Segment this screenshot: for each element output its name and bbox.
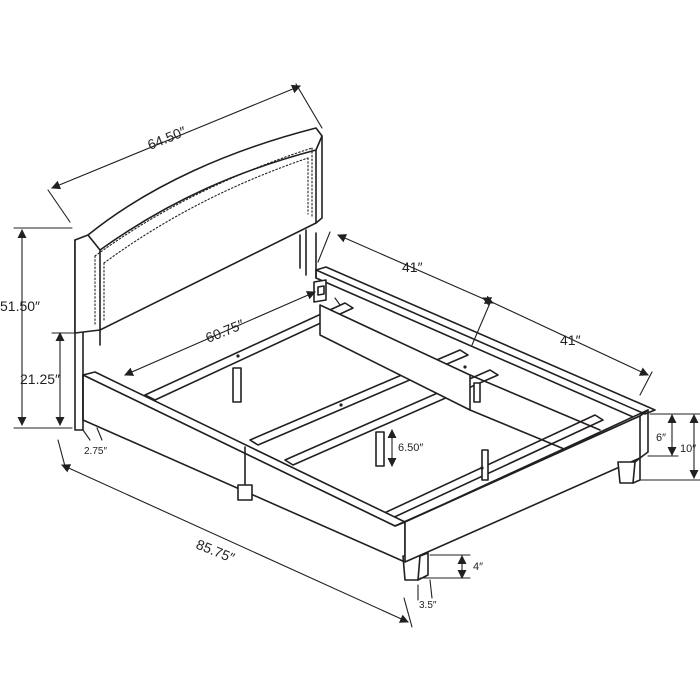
footboard-rail	[394, 409, 649, 563]
dimension-labels: 64.50″ 51.50″ 21.25″ 2.75″ 60.75″ 41″ 41…	[0, 123, 696, 611]
overall-length-label: 85.75″	[194, 536, 237, 566]
center-support-label: 6.50″	[398, 442, 423, 454]
leg-width-label: 3.5″	[419, 600, 437, 611]
headboard-leg-height-label: 21.25″	[20, 371, 60, 387]
leg-inset-label: 2.75″	[84, 446, 107, 457]
dimension-lines	[13, 83, 700, 628]
side-rail-back-label: 41″	[560, 332, 581, 348]
headboard-width-label: 64.50″	[145, 123, 188, 153]
front-side-rail	[82, 371, 429, 581]
total-rail-height-label: 10″	[680, 443, 696, 455]
rail-height-label: 6″	[656, 432, 666, 444]
side-rail-front-label: 41″	[402, 259, 423, 275]
overall-height-label: 51.50″	[0, 298, 40, 314]
leg-height-label: 4″	[473, 561, 483, 573]
inner-width-label: 60.75″	[203, 316, 246, 346]
